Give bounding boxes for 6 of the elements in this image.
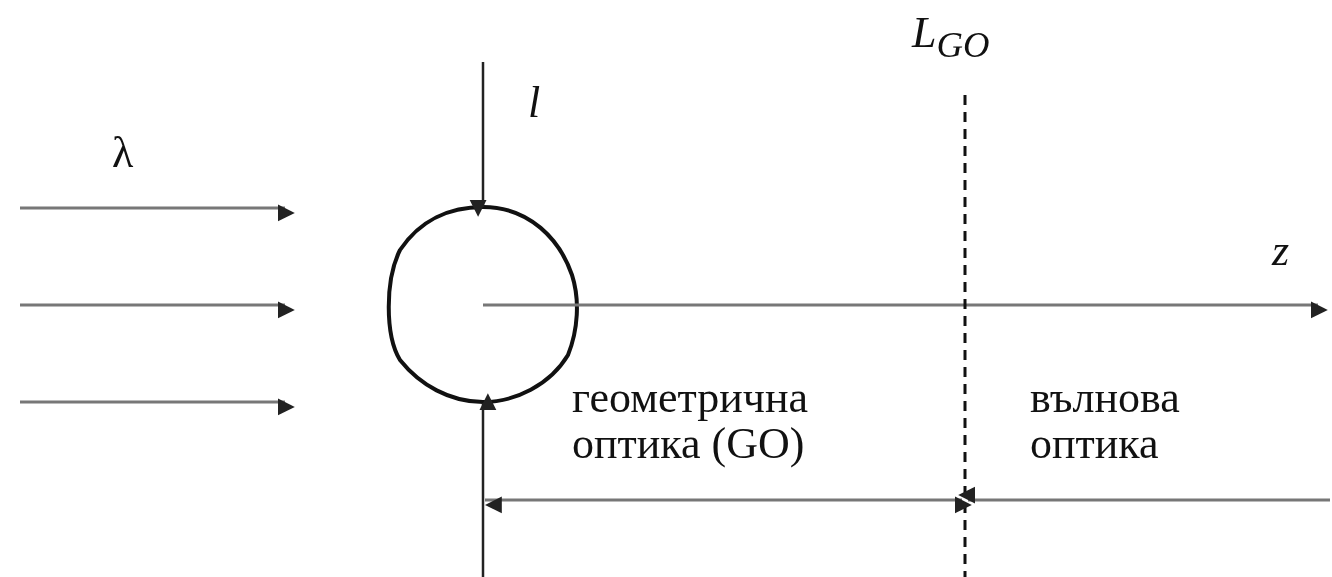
- region-label: геометрична оптика (GO): [572, 375, 810, 468]
- axis-label: z: [1272, 228, 1290, 275]
- symbol-label: l: [528, 80, 541, 127]
- symbol-label: λ: [112, 130, 134, 177]
- symbol-label: L$_{GO}$: [912, 10, 990, 65]
- region-label: вълнова оптика: [1030, 375, 1181, 468]
